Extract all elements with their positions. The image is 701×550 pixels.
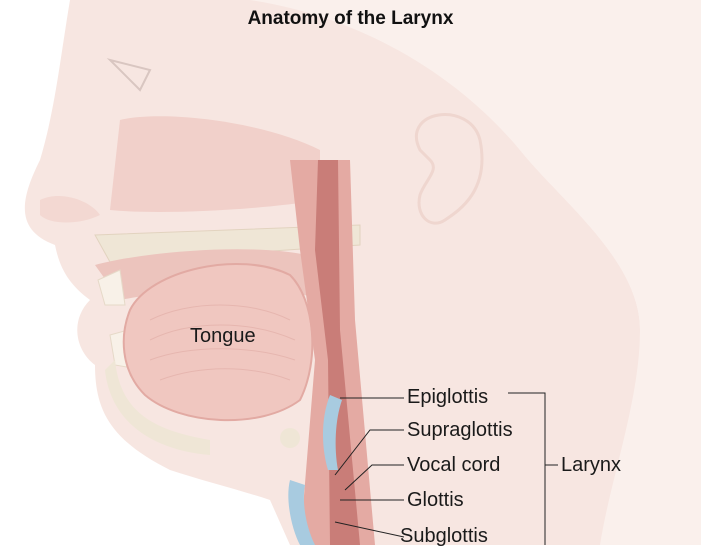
- label-supraglottis: Supraglottis: [407, 419, 513, 442]
- label-epiglottis: Epiglottis: [407, 386, 488, 409]
- label-larynx: Larynx: [561, 454, 621, 477]
- label-tongue: Tongue: [190, 325, 256, 348]
- label-vocal-cord: Vocal cord: [407, 454, 500, 477]
- label-glottis: Glottis: [407, 489, 464, 512]
- hyoid-bone: [280, 428, 300, 448]
- diagram-title: Anatomy of the Larynx: [0, 8, 701, 30]
